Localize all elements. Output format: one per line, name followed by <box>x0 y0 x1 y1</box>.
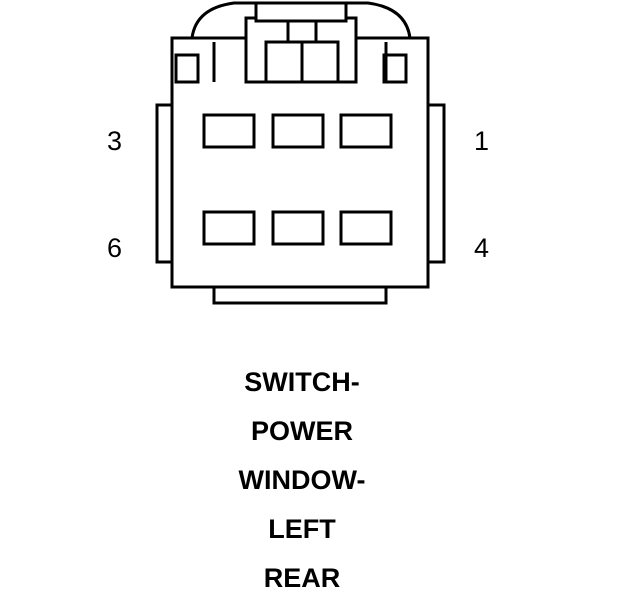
pin-cavity-4 <box>339 210 393 246</box>
connector-right-rail <box>426 103 446 264</box>
connector-corner-key-left <box>174 53 200 84</box>
pin-cavity-5 <box>271 210 325 246</box>
connector-bottom-lip <box>212 284 388 305</box>
pin-label-top-left: 3 <box>107 126 123 156</box>
pin-cavity-1 <box>339 113 393 149</box>
caption-line-2: POWER <box>250 416 353 446</box>
connector-lock-slot <box>286 19 318 44</box>
pin-cavity-2 <box>271 113 325 149</box>
pin-label-top-right: 1 <box>474 126 490 156</box>
caption-line-5: REAR <box>263 563 341 593</box>
pin-label-bottom-left: 6 <box>107 233 123 263</box>
caption-line-3: WINDOW- <box>238 465 366 495</box>
caption-line-1: SWITCH- <box>244 367 360 397</box>
pin-cavity-3 <box>202 113 256 149</box>
connector-lock-tab-top <box>254 1 348 23</box>
pin-cavity-6 <box>202 210 256 246</box>
connector-corner-key-right <box>382 53 408 84</box>
pin-label-bottom-right: 4 <box>474 233 490 263</box>
caption-line-4: LEFT <box>268 514 336 544</box>
